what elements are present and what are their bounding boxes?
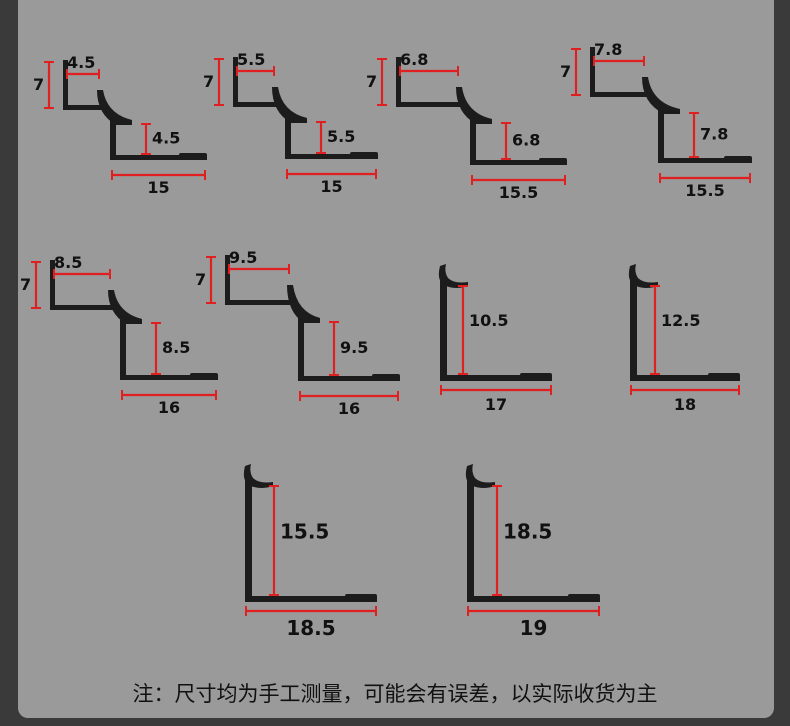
profile-shoulder — [642, 77, 680, 114]
profile-top-flange — [590, 92, 650, 97]
step-label: 6.8 — [512, 131, 540, 150]
base-label: 15.5 — [685, 181, 724, 200]
height-label: 7 — [33, 75, 44, 94]
profile-base-flange — [658, 158, 752, 163]
profile-top-flange — [233, 102, 280, 107]
height-label: 7 — [366, 72, 377, 91]
height-label: 15.5 — [280, 520, 329, 544]
profile-base-flange — [440, 375, 552, 381]
profile-base-flange — [120, 375, 218, 380]
profile-step-wall — [658, 107, 664, 163]
profile-shoulder — [272, 87, 307, 123]
height-label: 7 — [203, 72, 214, 91]
base-label: 15 — [147, 178, 169, 197]
step-profile: 7 9.5 9.5 16 — [195, 248, 400, 418]
profile-base-lip — [539, 158, 567, 162]
profile-step-wall — [285, 116, 291, 159]
profile-step-wall — [110, 118, 116, 160]
profile-upright — [63, 60, 68, 110]
profile-base-flange — [245, 596, 377, 602]
profile-upright — [630, 276, 637, 380]
height-label: 7 — [195, 270, 206, 289]
profile-base-lip — [190, 373, 218, 377]
profile-upright — [440, 276, 447, 380]
profile-base-flange — [298, 376, 400, 381]
step-profile: 7 4.5 4.5 15 — [33, 53, 207, 197]
profile-base-lip — [724, 156, 752, 160]
base-label: 18 — [674, 395, 696, 414]
top-width-label: 6.8 — [400, 50, 428, 69]
profile-step-wall — [470, 117, 476, 165]
profile-shoulder — [287, 285, 320, 323]
step-label: 4.5 — [152, 129, 180, 148]
profile-base-flange — [110, 155, 207, 160]
measurement-note: 注：尺寸均为手工测量，可能会有误差，以实际收货为主 — [132, 682, 658, 706]
top-width-label: 4.5 — [67, 53, 95, 72]
base-label: 16 — [158, 398, 180, 417]
profile-upright — [467, 476, 474, 601]
profile-upright — [50, 260, 55, 310]
profile-base-lip — [350, 152, 378, 156]
corner-profile: 12.5 18 — [628, 264, 740, 414]
profile-upright — [233, 57, 238, 107]
corner-profile: 18.5 19 — [465, 464, 600, 640]
step-profile: 7 6.8 6.8 15.5 — [366, 50, 567, 202]
profile-base-flange — [285, 154, 378, 159]
profile-base-lip — [345, 594, 377, 598]
height-label: 18.5 — [503, 520, 552, 544]
profile-base-flange — [470, 160, 567, 165]
step-profile: 7 8.5 8.5 16 — [20, 253, 218, 417]
profile-base-lip — [568, 594, 600, 598]
profile-shoulder — [97, 90, 132, 125]
base-label: 16 — [338, 399, 360, 418]
profile-step-wall — [298, 316, 304, 381]
step-profile: 7 5.5 5.5 15 — [203, 50, 378, 196]
top-width-label: 9.5 — [229, 248, 257, 267]
step-profile: 7 7.8 7.8 15.5 — [560, 40, 752, 200]
height-label: 7 — [560, 62, 571, 81]
profile-upright — [245, 476, 252, 601]
step-label: 8.5 — [162, 338, 190, 357]
corner-profile: 15.5 18.5 — [243, 464, 377, 640]
step-label: 7.8 — [700, 125, 728, 144]
base-label: 19 — [520, 616, 548, 640]
step-label: 5.5 — [327, 127, 355, 146]
top-width-label: 8.5 — [54, 253, 82, 272]
height-label: 12.5 — [661, 311, 700, 330]
profile-shoulder — [456, 87, 492, 124]
base-label: 18.5 — [286, 616, 335, 640]
profile-base-flange — [630, 375, 740, 381]
profile-base-flange — [467, 596, 600, 602]
profile-top-flange — [225, 300, 295, 305]
top-width-label: 5.5 — [237, 50, 265, 69]
base-label: 15.5 — [499, 183, 538, 202]
profile-upright — [396, 57, 401, 107]
base-label: 17 — [485, 395, 507, 414]
profile-step-wall — [120, 317, 126, 380]
profile-upright — [225, 255, 230, 305]
base-label: 15 — [320, 177, 342, 196]
profile-base-lip — [179, 153, 207, 157]
profile-base-lip — [372, 374, 400, 378]
height-label: 10.5 — [469, 311, 508, 330]
top-width-label: 7.8 — [594, 40, 622, 59]
height-label: 7 — [20, 275, 31, 294]
profile-top-flange — [396, 102, 464, 107]
profile-base-lip — [708, 373, 740, 377]
profile-base-lip — [520, 373, 552, 377]
profile-upright — [590, 47, 595, 97]
profile-shoulder — [108, 290, 142, 324]
profile-top-flange — [63, 105, 105, 110]
profile-top-flange — [50, 305, 116, 310]
step-label: 9.5 — [340, 338, 368, 357]
corner-profile: 10.5 17 — [438, 264, 552, 414]
background-panel — [18, 0, 774, 718]
